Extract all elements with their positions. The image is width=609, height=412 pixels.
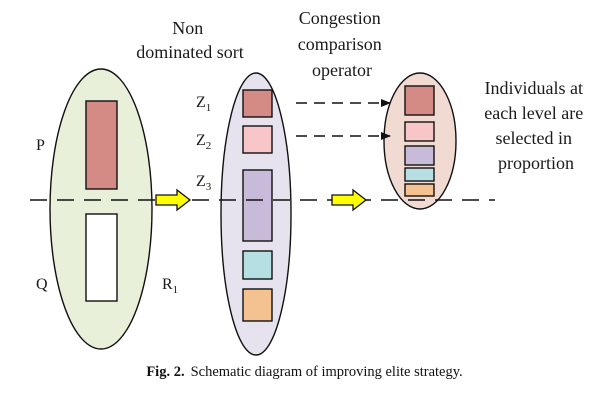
label-q: Q <box>36 276 48 293</box>
label-p: P <box>36 137 45 154</box>
label-z3: Z3 <box>196 173 212 193</box>
annotation-congestion: Congestion comparison operator <box>298 8 386 80</box>
label-r1: R1 <box>162 276 178 296</box>
annotation-individuals-line-2: each level are <box>484 103 583 123</box>
front-z2-block <box>242 125 273 154</box>
label-z1-sub: 1 <box>206 102 212 114</box>
parent-block <box>85 100 118 190</box>
annotation-individuals: Individuals at each level are selected i… <box>484 78 587 173</box>
yellow-arrow-1 <box>155 188 192 212</box>
population-ellipse <box>49 68 153 350</box>
front-z3-block <box>242 169 273 242</box>
caption-label: Fig. 2. <box>146 364 185 380</box>
front-z1-block <box>242 89 273 118</box>
offspring-block <box>85 213 118 302</box>
selected-z1-block <box>404 85 435 116</box>
annotation-individuals-line-4: proportion <box>498 153 574 173</box>
label-z1-main: Z <box>196 94 206 111</box>
front-z5-block <box>242 288 273 322</box>
selected-z3-block <box>404 145 435 166</box>
annotation-nondominated: Non dominated sort <box>136 18 243 62</box>
annotation-congestion-line-1: Congestion <box>299 8 381 28</box>
label-r1-sub: 1 <box>173 284 179 296</box>
annotation-congestion-line-2: comparison <box>298 34 382 54</box>
selected-z4-block <box>404 167 435 182</box>
annotation-nondominated-line-2: dominated sort <box>136 42 243 62</box>
label-z2-main: Z <box>196 132 206 149</box>
selected-z5-block <box>404 183 435 197</box>
annotation-individuals-line-1: Individuals at <box>485 78 583 98</box>
label-z3-main: Z <box>196 173 206 190</box>
caption-text: Schematic diagram of improving elite str… <box>190 364 463 380</box>
annotation-individuals-line-3: selected in <box>496 128 572 148</box>
label-z2-sub: 2 <box>206 140 212 152</box>
figure-caption: Fig. 2. Schematic diagram of improving el… <box>0 364 609 381</box>
selected-z2-block <box>404 121 435 142</box>
annotation-nondominated-line-1: Non <box>172 18 203 38</box>
label-r1-main: R <box>162 276 173 293</box>
annotation-congestion-line-3: operator <box>312 60 372 80</box>
label-z2: Z2 <box>196 132 211 152</box>
label-z1: Z1 <box>196 94 211 114</box>
front-z4-block <box>242 250 273 280</box>
label-z3-sub: 3 <box>206 181 212 193</box>
yellow-arrow-2 <box>331 188 368 212</box>
